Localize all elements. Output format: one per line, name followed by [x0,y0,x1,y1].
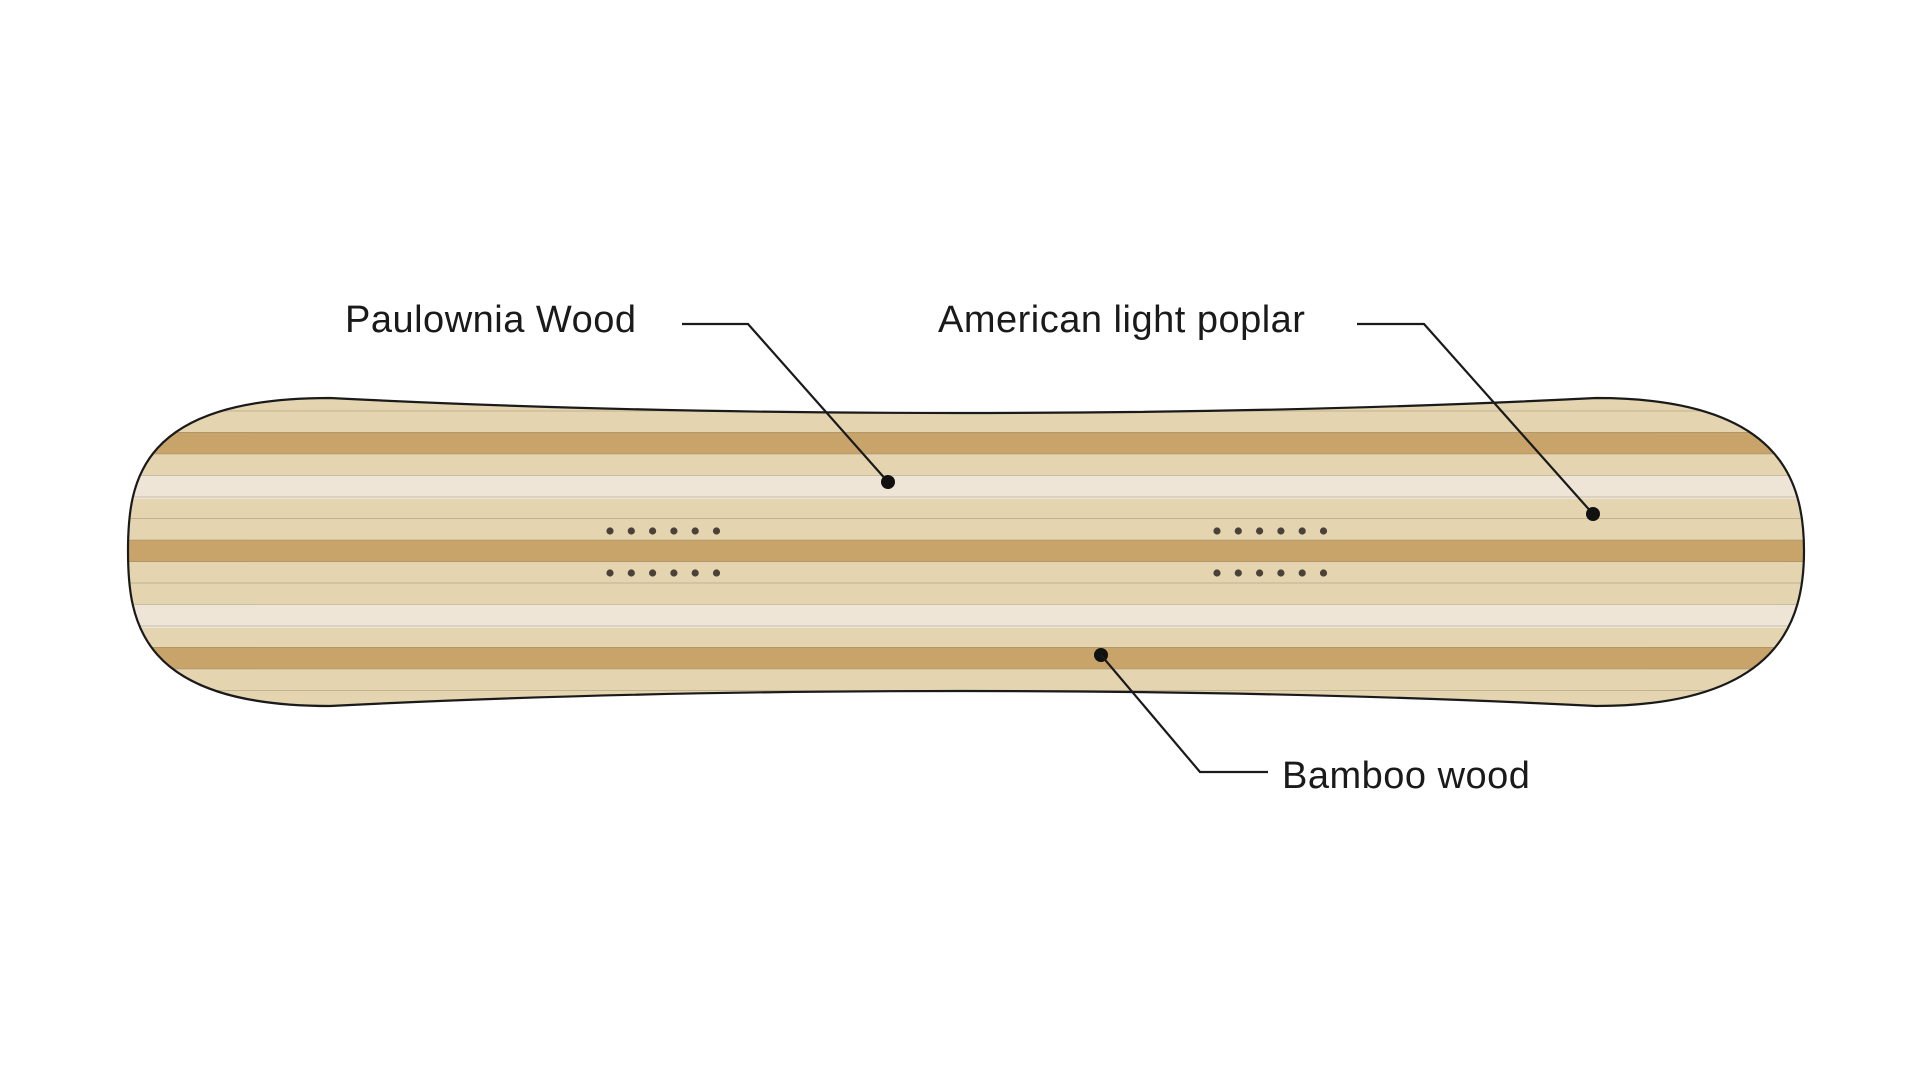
poplar-strip-top [128,475,1804,499]
callout-label-bamboo: Bamboo wood [1282,755,1530,797]
insert-hole [1277,569,1285,577]
insert-hole [1298,527,1306,535]
board-outline [126,396,1806,708]
insert-hole [1256,527,1264,535]
insert-hole [649,527,657,535]
insert-hole [691,569,699,577]
leader-line-paulownia [682,322,889,483]
bamboo-strip-bottom [128,647,1804,669]
insert-hole [1319,569,1328,577]
bamboo-strip-top [128,432,1804,454]
callout-poplar: American light poplar [938,299,1600,521]
insert-hole [1298,569,1306,577]
insert-hole [1256,569,1264,577]
insert-hole [712,527,721,535]
leader-line-bamboo [1100,654,1268,774]
insert-hole [606,527,614,535]
insert-hole [627,527,635,535]
wood-grain-lines [128,410,1804,691]
callout-label-paulownia: Paulownia Wood [345,299,636,341]
insert-hole [649,569,657,577]
snowboard [126,396,1806,708]
board-core-layers [128,398,1804,706]
insert-hole [627,569,635,577]
poplar-strip-bottom [128,604,1804,628]
insert-hole [1234,527,1242,535]
insert-hole [670,569,678,577]
insert-hole [1234,569,1242,577]
insert-hole [712,569,721,577]
insert-hole [1277,527,1285,535]
insert-hole [1319,527,1328,535]
callout-label-poplar: American light poplar [938,299,1305,341]
callout-paulownia: Paulownia Wood [345,299,895,489]
bamboo-strip-center [128,540,1804,562]
leader-line-poplar [1357,322,1594,515]
insert-hole [1213,527,1221,535]
anchor-dot-poplar [1586,507,1600,521]
binding-insert-holes-icon [606,527,1328,577]
insert-hole [691,527,699,535]
insert-hole [1213,569,1221,577]
insert-hole [606,569,614,577]
insert-hole [670,527,678,535]
callout-bamboo: Bamboo wood [1094,648,1530,797]
anchor-dot-paulownia [881,475,895,489]
